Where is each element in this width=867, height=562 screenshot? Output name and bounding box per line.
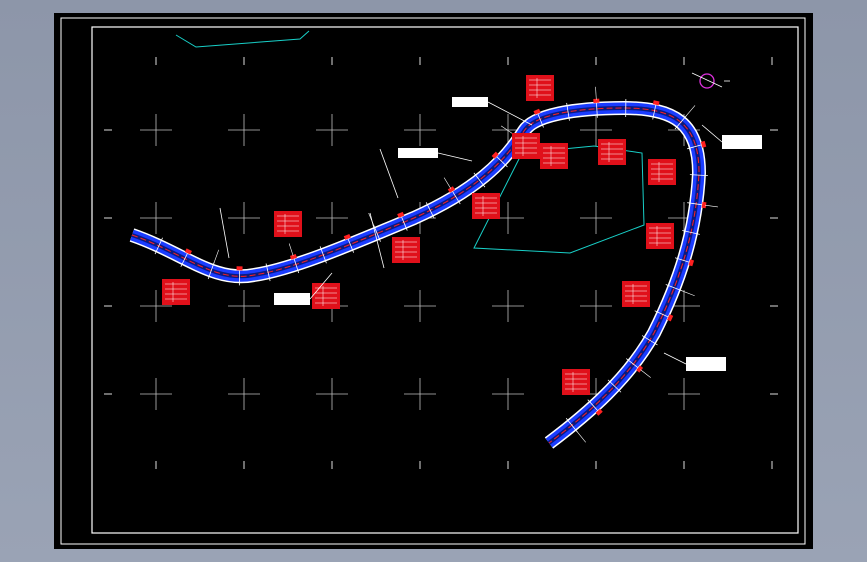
station-marker <box>319 246 327 264</box>
grid-cross-icon <box>316 378 348 410</box>
curve-element-tables[interactable] <box>162 75 676 395</box>
curve-element-table[interactable] <box>512 133 540 159</box>
grid-cross-icon <box>228 202 260 234</box>
curve-element-table[interactable] <box>622 281 650 307</box>
grid-cross-icon <box>404 378 436 410</box>
grid-cross-icon <box>228 378 260 410</box>
annotation-boxes <box>274 97 762 371</box>
station-marker <box>491 151 508 168</box>
curve-element-table[interactable] <box>162 279 190 305</box>
grid-cross-icon <box>580 114 612 146</box>
annotation-box <box>452 97 488 107</box>
station-marker <box>473 172 486 188</box>
station-marker <box>687 140 707 150</box>
road-centerline <box>131 107 700 444</box>
curve-element-table[interactable] <box>312 283 340 309</box>
station-markers <box>154 86 718 443</box>
grid-cross-icon <box>140 378 172 410</box>
grid-cross-icon <box>580 290 612 322</box>
station-marker <box>641 335 658 346</box>
curve-element-table[interactable] <box>598 139 626 165</box>
north-arrow-icon <box>691 72 730 89</box>
station-marker <box>625 358 651 378</box>
outer-frame <box>60 17 806 545</box>
cad-drawing-canvas[interactable] <box>54 13 813 549</box>
grid-coordinate-ticks <box>104 57 778 469</box>
station-marker <box>236 266 243 286</box>
curve-element-table[interactable] <box>648 159 676 185</box>
station-marker <box>443 177 461 205</box>
station-marker <box>682 230 700 235</box>
grid-cross-icon <box>140 290 172 322</box>
curve-element-table[interactable] <box>562 369 590 395</box>
station-marker <box>652 100 660 120</box>
curve-element-table[interactable] <box>540 143 568 169</box>
annotation-leaders <box>219 101 723 365</box>
station-marker <box>665 284 695 297</box>
station-marker <box>265 263 271 282</box>
grid-cross-icon <box>668 378 700 410</box>
grid-cross-icon <box>404 290 436 322</box>
station-marker <box>566 102 570 121</box>
site-boundary-top <box>175 30 310 48</box>
station-marker <box>533 108 544 128</box>
grid-cross-icon <box>580 202 612 234</box>
curve-element-table[interactable] <box>392 237 420 263</box>
station-marker <box>687 201 718 209</box>
grid-cross-icon <box>316 202 348 234</box>
station-marker <box>607 379 622 393</box>
curve-element-table[interactable] <box>646 223 674 249</box>
station-marker <box>207 249 220 280</box>
station-marker <box>674 105 696 130</box>
annotation-box <box>722 135 762 149</box>
station-marker <box>288 243 300 274</box>
station-marker <box>587 399 603 416</box>
station-marker <box>343 233 354 253</box>
station-marker <box>565 417 586 443</box>
station-marker <box>654 310 674 322</box>
station-marker <box>397 211 408 231</box>
annotation-box <box>686 357 726 371</box>
annotation-box <box>274 293 310 305</box>
grid-cross-icon <box>228 290 260 322</box>
grid-cross-icon <box>140 202 172 234</box>
curve-element-table[interactable] <box>274 211 302 237</box>
curve-element-table[interactable] <box>526 75 554 101</box>
station-marker <box>593 86 600 118</box>
station-marker <box>180 248 192 267</box>
grid-cross-icon <box>140 114 172 146</box>
station-marker <box>154 237 163 255</box>
annotation-box <box>398 148 438 158</box>
station-marker <box>689 174 708 177</box>
curve-element-table[interactable] <box>472 193 500 219</box>
station-marker <box>674 257 695 267</box>
grid-cross-icon <box>228 114 260 146</box>
station-marker <box>425 202 435 219</box>
grid-cross-icon <box>316 114 348 146</box>
drawing-sheet[interactable] <box>54 13 813 549</box>
grid-cross-icon <box>492 378 524 410</box>
site-boundary-polygon <box>473 145 645 254</box>
grid-cross-icon <box>404 114 436 146</box>
inner-frame <box>91 26 799 534</box>
grid-cross-icon <box>492 290 524 322</box>
